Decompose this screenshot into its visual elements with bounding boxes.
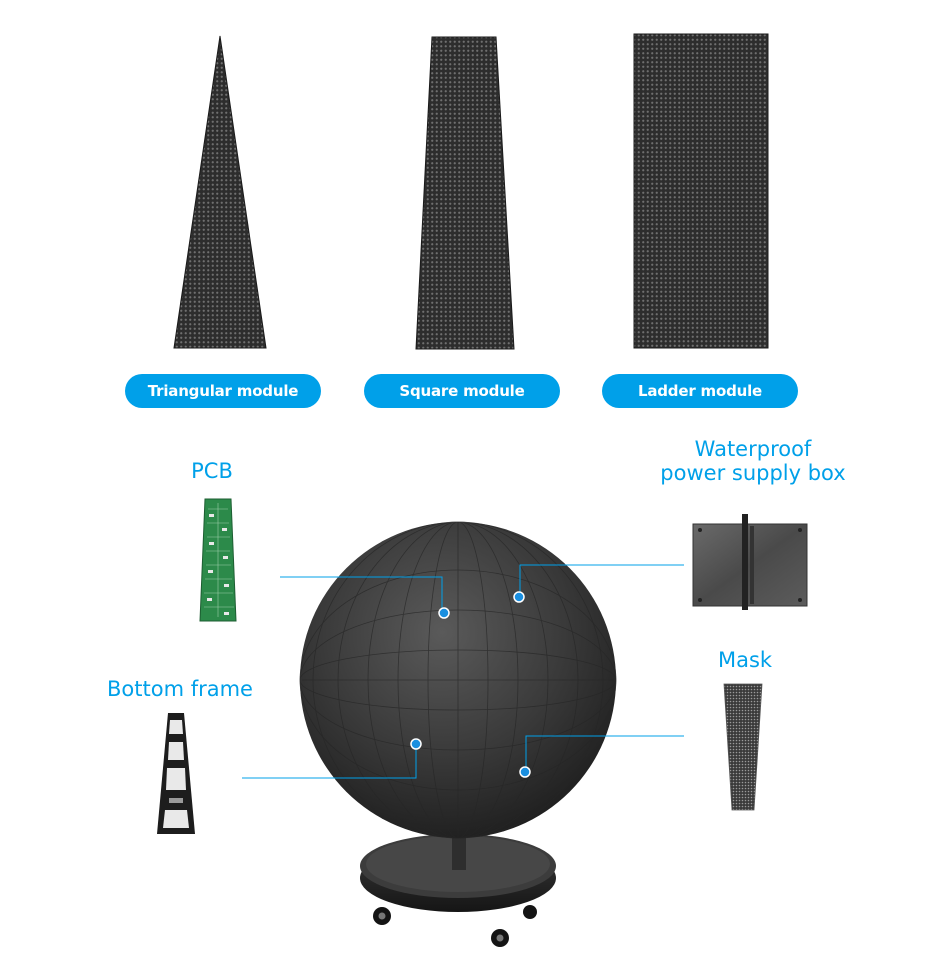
mask-label: Mask — [717, 648, 773, 672]
mask-image — [723, 683, 763, 811]
pcb-label: PCB — [191, 459, 233, 483]
caster-wheel — [523, 905, 537, 919]
waterproof-label-line1: Waterproof — [694, 437, 812, 461]
mask-callout-line — [525, 735, 684, 770]
pcb-callout-line — [280, 576, 443, 610]
bottom-frame-callout-dot — [410, 738, 422, 750]
ladder-module-image — [633, 33, 769, 349]
pcb-callout-dot — [438, 607, 450, 619]
ladder-module-label: Ladder module — [602, 374, 798, 408]
pcb-image — [199, 498, 237, 622]
power-supply-box-image — [692, 514, 808, 610]
mask-callout-dot — [519, 766, 531, 778]
caster-wheel — [491, 929, 509, 947]
power-box-callout-line — [519, 564, 684, 594]
bottom-frame-image — [157, 713, 195, 834]
triangular-module-image — [173, 35, 267, 349]
waterproof-label-line2: power supply box — [660, 461, 846, 485]
bottom-frame-label: Bottom frame — [107, 677, 253, 701]
led-sphere — [299, 521, 617, 839]
caster-wheel — [373, 907, 391, 925]
bottom-frame-callout-line — [242, 744, 417, 779]
triangular-module-label: Triangular module — [125, 374, 321, 408]
power-box-callout-dot — [513, 591, 525, 603]
square-module-image — [415, 36, 515, 350]
square-module-label: Square module — [364, 374, 560, 408]
